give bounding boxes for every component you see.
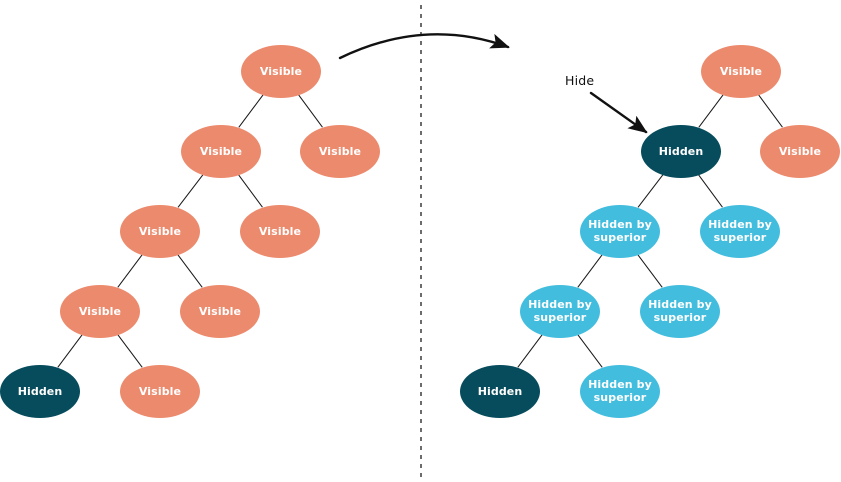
- node-left-visible[interactable]: Visible: [300, 124, 380, 178]
- node-left-visible[interactable]: Visible: [240, 204, 320, 258]
- node-right-visible[interactable]: Visible: [760, 124, 840, 178]
- hide-arrow: [589, 91, 648, 134]
- tree-edge: [117, 334, 143, 368]
- hide-annotation-label: Hide: [565, 73, 595, 88]
- tree-edge: [637, 254, 663, 288]
- tree-edge: [117, 254, 143, 288]
- node-right-hidden-by-superior[interactable]: Hidden by superior: [580, 364, 660, 418]
- transition-arrow: [338, 33, 510, 60]
- tree-edge: [177, 254, 203, 288]
- node-right-hidden-by-superior[interactable]: Hidden by superior: [580, 204, 660, 258]
- tree-edge: [177, 174, 204, 208]
- node-left-visible[interactable]: Visible: [181, 124, 261, 178]
- tree-edge: [238, 94, 264, 128]
- node-left-visible[interactable]: Visible: [120, 364, 200, 418]
- tree-edge: [298, 94, 323, 128]
- node-right-hidden[interactable]: Hidden: [641, 124, 721, 178]
- tree-edge: [637, 174, 664, 208]
- node-left-visible[interactable]: Visible: [241, 44, 321, 98]
- tree-edge: [238, 174, 263, 208]
- node-right-hidden-by-superior[interactable]: Hidden by superior: [640, 284, 720, 338]
- tree-edge: [577, 254, 603, 288]
- node-right-hidden-by-superior[interactable]: Hidden by superior: [700, 204, 780, 258]
- node-right-hidden-by-superior[interactable]: Hidden by superior: [520, 284, 600, 338]
- node-left-visible[interactable]: Visible: [120, 204, 200, 258]
- tree-edge: [698, 94, 724, 128]
- tree-edge: [698, 174, 723, 208]
- node-left-hidden[interactable]: Hidden: [0, 364, 80, 418]
- node-right-visible[interactable]: Visible: [701, 44, 781, 98]
- node-right-hidden[interactable]: Hidden: [460, 364, 540, 418]
- tree-edge: [577, 334, 603, 368]
- tree-edge: [758, 94, 783, 128]
- node-left-visible[interactable]: Visible: [180, 284, 260, 338]
- node-left-visible[interactable]: Visible: [60, 284, 140, 338]
- tree-edge: [57, 334, 83, 368]
- tree-edge: [517, 334, 543, 368]
